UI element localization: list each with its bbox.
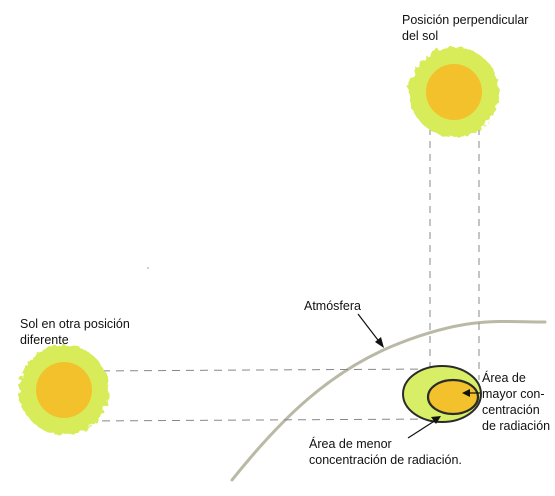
speck <box>147 267 149 269</box>
label-greater-area: Área de mayor con- centración de radiaci… <box>482 370 550 434</box>
greater-area-arrow <box>462 389 480 397</box>
label-atmosphere: Atmósfera <box>304 299 361 313</box>
label-sun-other: Sol en otra posición diferente <box>20 316 130 348</box>
lesser-area-arrow <box>407 416 441 439</box>
label-lesser-area: Área de menor concentración de radiación… <box>309 436 462 468</box>
area-greater-concentration <box>426 378 480 416</box>
sun-other-core <box>36 362 92 418</box>
sun-perpendicular-icon <box>409 47 499 137</box>
horizontal-ray-bottom <box>87 418 431 422</box>
label-sun-other-line2: diferente <box>20 333 69 347</box>
label-sun-other-line1: Sol en otra posición <box>20 317 130 331</box>
label-greater-area-line2: mayor con- <box>482 387 545 401</box>
label-greater-area-line3: centración <box>482 403 540 417</box>
label-greater-area-line1: Área de <box>482 371 526 385</box>
label-lesser-area-line1: Área de menor <box>309 437 392 451</box>
atmosphere-arrow <box>357 313 384 348</box>
sun-other-icon <box>19 345 109 435</box>
horizontal-ray-top <box>87 368 431 372</box>
atmosphere-curve <box>230 319 547 482</box>
sun-perpendicular-core <box>426 64 482 120</box>
label-lesser-area-line2: concentración de radiación. <box>309 453 462 467</box>
label-sun-perpendicular-line1: Posición perpendicular <box>402 13 529 27</box>
label-greater-area-line4: de radiación <box>482 419 551 433</box>
label-sun-perpendicular: Posición perpendicular del sol <box>402 12 528 44</box>
label-sun-perpendicular-line2: del sol <box>402 29 439 43</box>
